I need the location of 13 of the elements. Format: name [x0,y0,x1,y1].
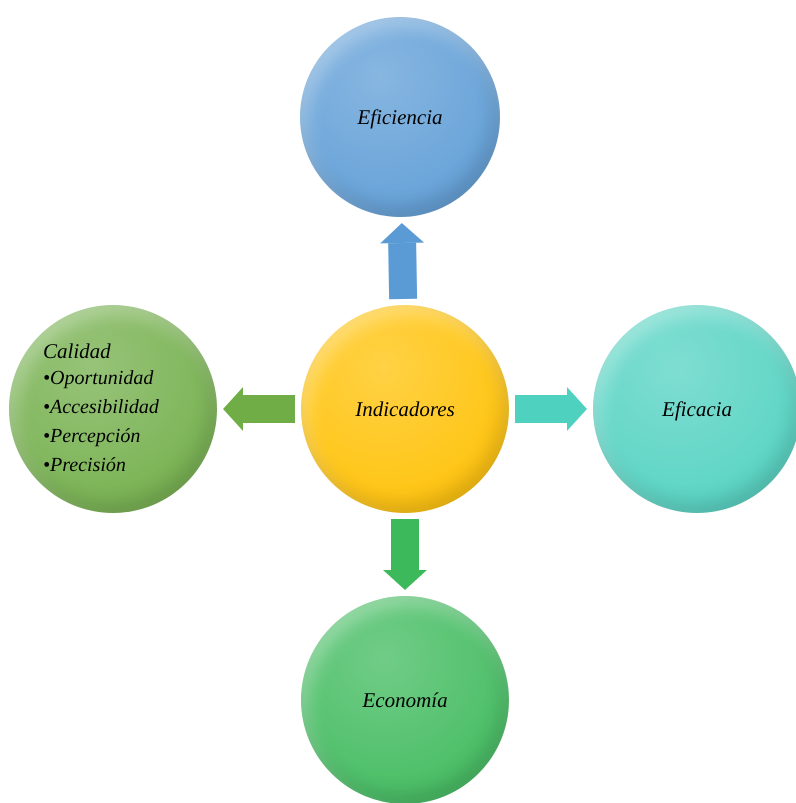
node-label: Indicadores [355,396,455,422]
block-arrow [380,222,424,300]
block-arrow [383,519,427,590]
bullet-item: •Accesibilidad [43,394,159,420]
bullet-item: •Precisión [43,452,127,478]
node-label: Eficacia [662,396,732,422]
node-label: Economía [362,688,448,712]
node-label: Eficiencia [357,104,443,130]
bullet-item: •Oportunidad [43,366,154,390]
block-arrow [223,387,295,431]
node-heading: Calidad [43,338,111,364]
bullet-item: •Percepción [43,424,142,448]
block-arrow [515,387,587,431]
